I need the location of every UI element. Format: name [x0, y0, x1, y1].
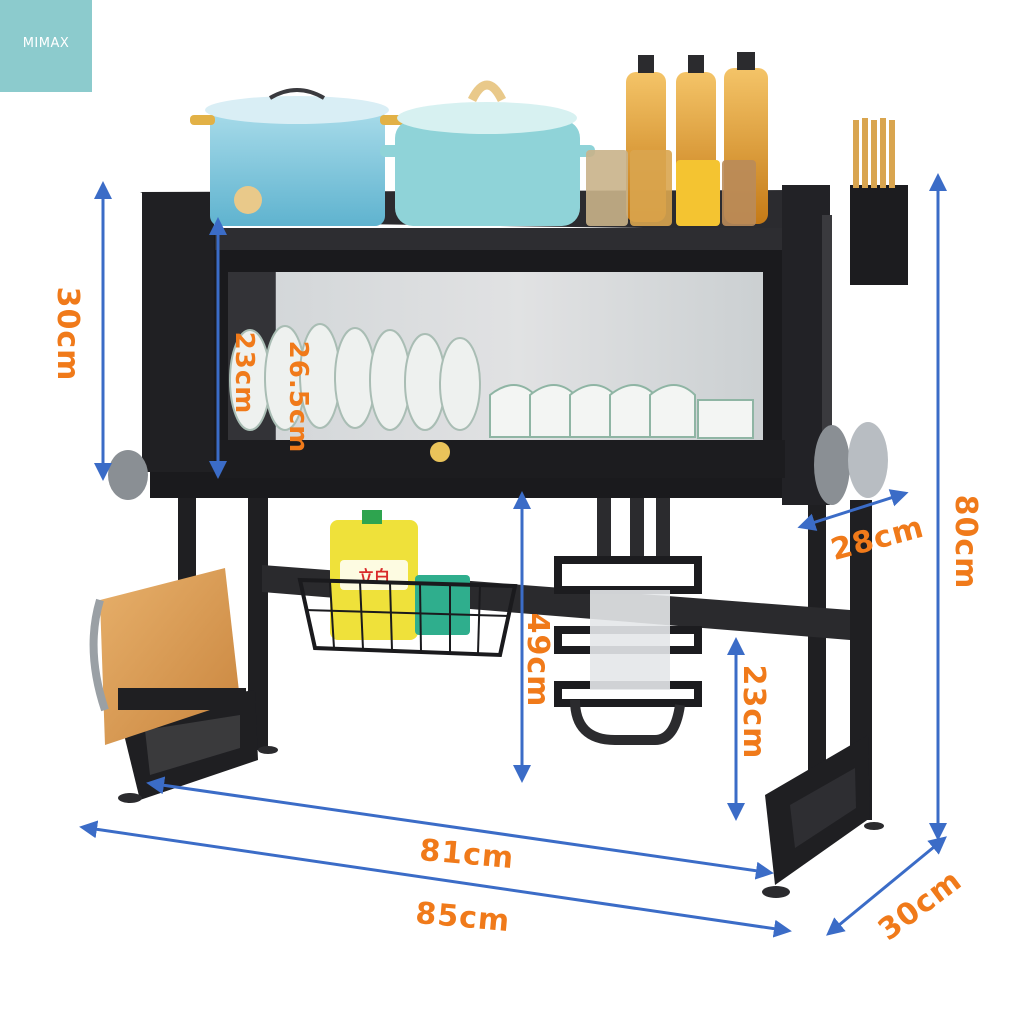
label-base-depth: 30cm [872, 863, 969, 948]
spice-jar [722, 160, 756, 226]
foot [118, 793, 142, 803]
plates-and-bowls [229, 323, 754, 439]
label-top-height: 30cm [50, 287, 85, 382]
skimmer [108, 450, 148, 500]
cabinet-top-edge [215, 228, 785, 250]
ceramic-casserole [395, 120, 580, 226]
dimension-labels: 30cm 23cm 26.5cm 28cm 80cm 49cm 23cm 81c… [50, 287, 983, 948]
spice-jar [676, 160, 720, 226]
bowls [489, 384, 754, 439]
label-plate-short: 23cm [229, 332, 259, 415]
skimmer [814, 425, 850, 505]
sponge [415, 575, 470, 635]
foot [258, 746, 278, 754]
spice-jar [630, 150, 672, 226]
blue-steamer-pot [210, 108, 385, 226]
brand-logo-text: MIMAX [22, 36, 70, 51]
condiments [586, 52, 768, 226]
label-leg-height: 23cm [736, 665, 771, 760]
dimension-lines [79, 173, 947, 938]
door-frame-bottom [215, 440, 785, 478]
plates [229, 323, 481, 431]
label-outer-width: 85cm [414, 896, 511, 939]
foot [864, 822, 884, 830]
utensil-holder [108, 118, 908, 505]
foot [762, 886, 790, 898]
dish-rack [118, 185, 884, 898]
knife-holder [554, 498, 702, 745]
cutting-board [89, 568, 246, 745]
label-cabinet-depth: 28cm [827, 510, 928, 568]
hanging-basket: 立白 [297, 510, 518, 658]
dimension-line-base-depth [826, 836, 947, 936]
left-front-leg [248, 480, 268, 750]
label-clearance-height: 49cm [520, 613, 555, 708]
door-knob [428, 440, 452, 464]
pots [190, 80, 595, 226]
label-inner-width: 81cm [418, 833, 515, 876]
left-side-panel [142, 192, 214, 472]
right-rear-leg [808, 500, 826, 790]
spice-jar [586, 150, 628, 226]
dimension-line-cabinet-depth [797, 489, 909, 531]
dimension-line-outer-width [79, 820, 792, 938]
ladle [848, 422, 888, 498]
label-plate-tall: 26.5cm [283, 341, 313, 454]
brand-logo-box: MIMAX [0, 0, 92, 92]
label-overall-height: 80cm [948, 495, 983, 590]
